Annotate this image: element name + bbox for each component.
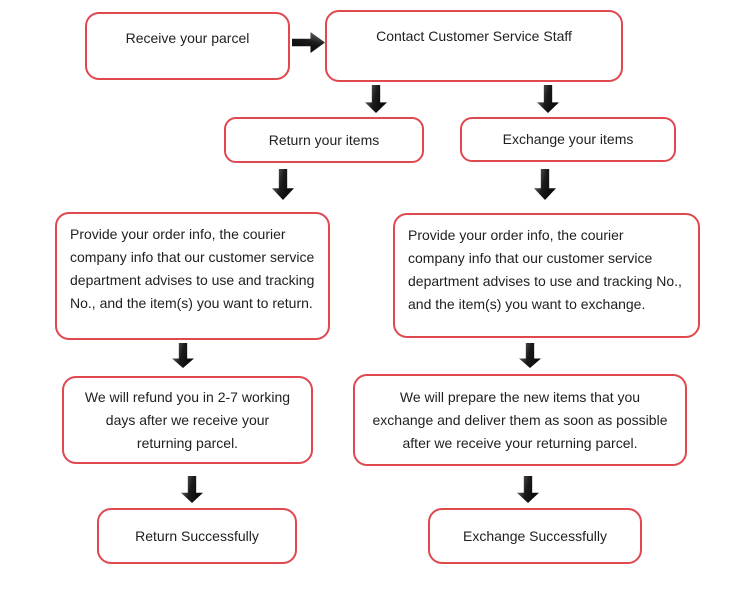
arrow-down-icon <box>181 476 203 503</box>
flow-node-return-your-items: Return your items <box>224 117 424 163</box>
flow-node-receive-parcel: Receive your parcel <box>85 12 290 80</box>
flow-node-label: Contact Customer Service Staff <box>376 28 572 44</box>
flow-node-exchange-successfully: Exchange Successfully <box>428 508 642 564</box>
flow-node-label: Return your items <box>268 131 380 148</box>
flow-node-label: Provide your order info, the courier com… <box>408 227 682 312</box>
flow-node-refund: We will refund you in 2-7 working days a… <box>62 376 313 464</box>
flow-node-provide-order-info-exchange: Provide your order info, the courier com… <box>393 213 700 338</box>
flow-node-provide-order-info-return: Provide your order info, the courier com… <box>55 212 330 340</box>
flow-node-label: Exchange your items <box>502 131 634 147</box>
arrow-down-icon <box>534 169 556 200</box>
flow-node-label: We will prepare the new items that you e… <box>372 388 668 451</box>
arrow-down-icon <box>519 343 541 368</box>
arrow-down-icon <box>172 343 194 368</box>
arrow-down-icon <box>517 476 539 503</box>
flow-node-contact-customer-service: Contact Customer Service Staff <box>325 10 623 82</box>
flow-node-label: Provide your order info, the courier com… <box>70 226 315 311</box>
arrow-right-icon <box>292 32 325 53</box>
arrow-down-icon <box>537 85 559 113</box>
flow-node-label: Exchange Successfully <box>463 527 607 544</box>
flow-node-exchange-your-items: Exchange your items <box>460 117 676 162</box>
arrow-down-icon <box>365 85 387 113</box>
flow-node-label: Receive your parcel <box>125 30 250 46</box>
arrow-down-icon <box>272 169 294 200</box>
flow-node-prepare-new-items: We will prepare the new items that you e… <box>353 374 687 466</box>
flow-node-label: We will refund you in 2-7 working days a… <box>84 388 291 451</box>
flow-node-return-successfully: Return Successfully <box>97 508 297 564</box>
flow-node-label: Return Successfully <box>135 527 259 544</box>
